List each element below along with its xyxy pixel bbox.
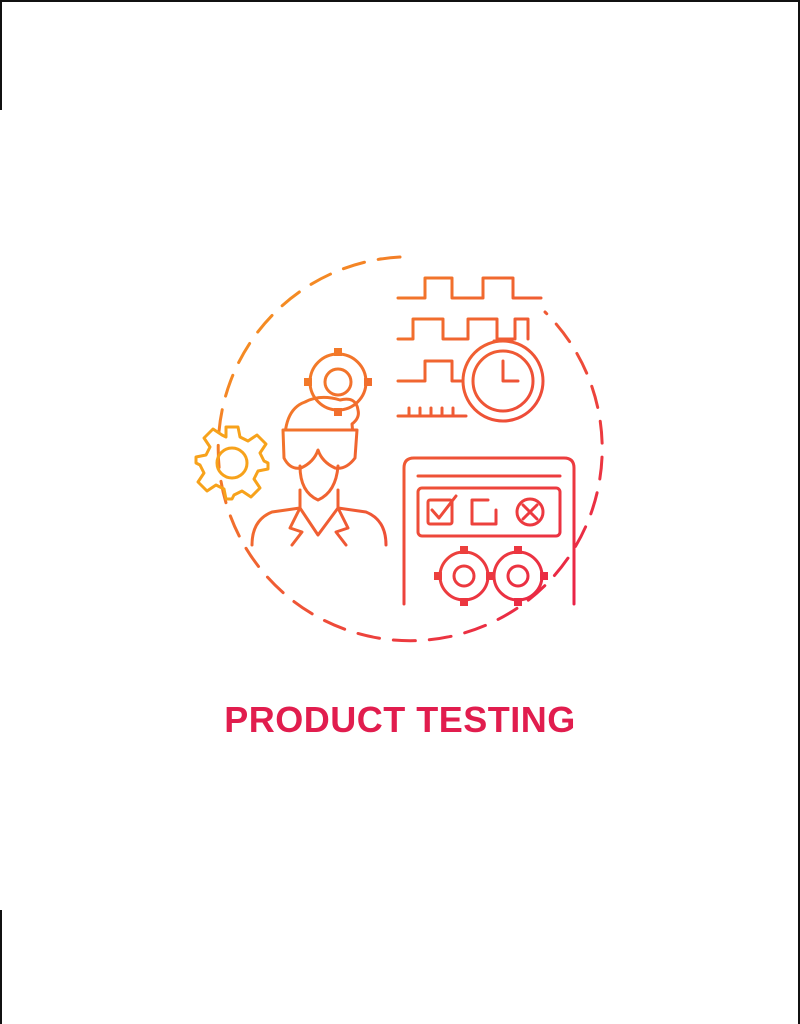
test-panel-icon [402,456,576,606]
frame-left-top-border [0,0,2,110]
scientist-icon [250,395,388,547]
product-testing-caption: PRODUCT TESTING [224,699,576,740]
product-testing-illustration [194,255,604,643]
cross-icon [515,497,545,527]
check-icon [430,494,458,520]
gear-icon [438,550,490,602]
signal-wave-icon [396,276,543,418]
dashed-circle-arc [216,255,604,643]
clock-icon [461,339,545,423]
frame-right-border [798,0,800,1024]
gear-icon [492,550,544,602]
frame-top-border [0,0,800,2]
gear-icon [194,425,270,501]
gear-icon [308,352,368,412]
frame-left-bottom-border [0,910,2,1024]
